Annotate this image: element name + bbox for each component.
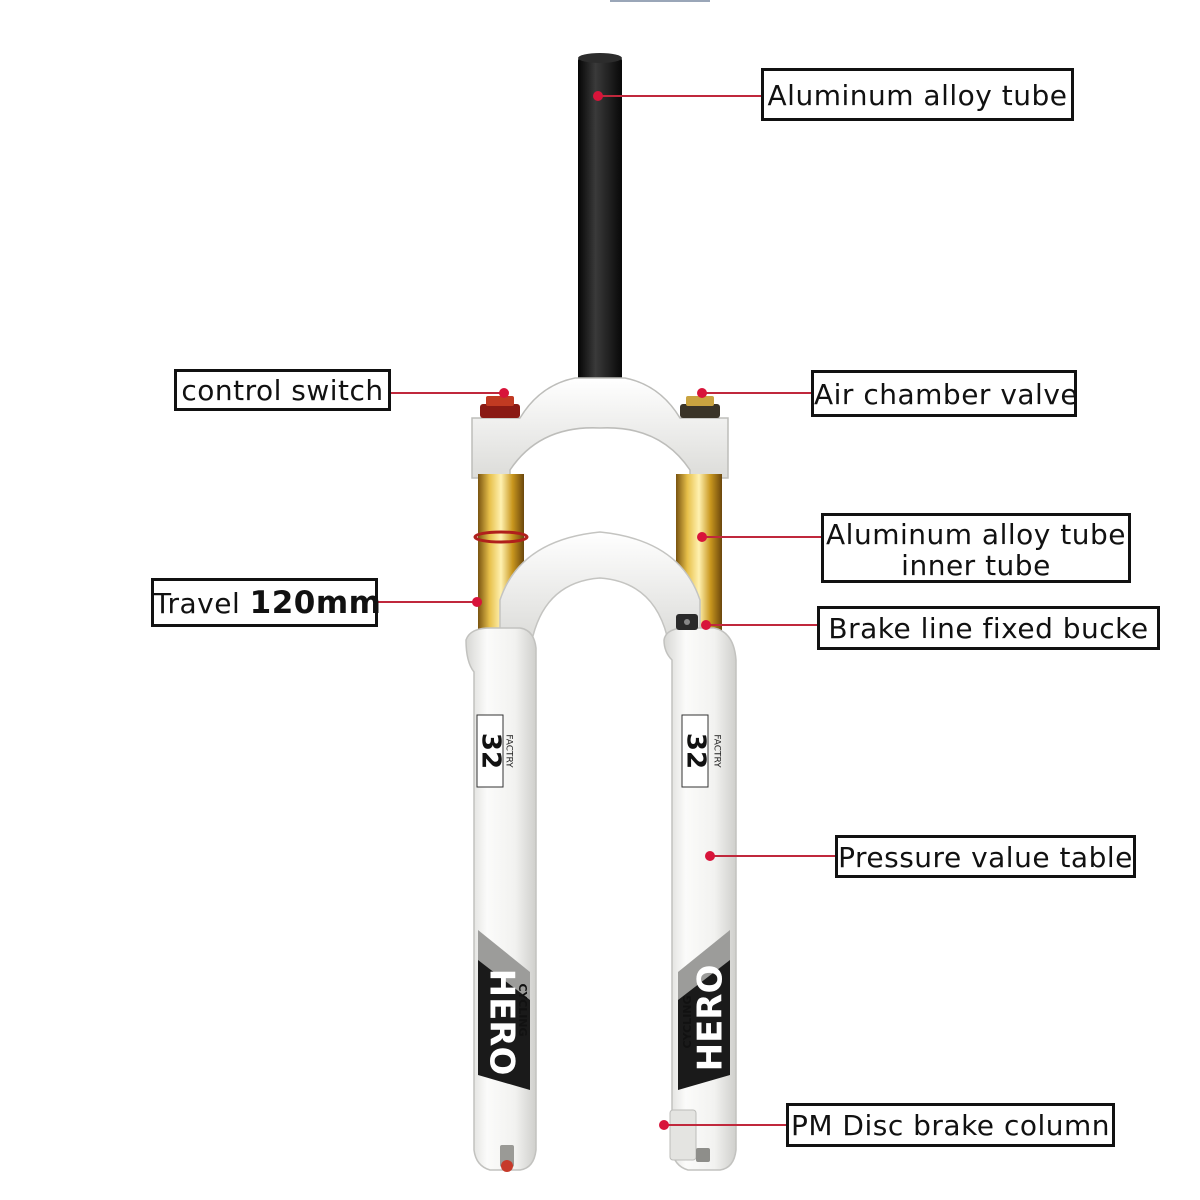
- label-steerer-text: Aluminum alloy tube: [767, 79, 1068, 112]
- lower-leg-left: [465, 627, 537, 1172]
- label-disc-brake-text: PM Disc brake column: [790, 1109, 1111, 1142]
- dot-inner-tube: [697, 532, 707, 542]
- label-travel: Travel 120mm: [151, 578, 381, 627]
- decal-32-right: 32 FACTRY: [681, 714, 722, 788]
- label-travel-prefix: Travel: [154, 587, 241, 620]
- decal-32-left: 32 FACTRY: [476, 714, 514, 788]
- decal-hero-right: HERO CYCLING: [678, 930, 731, 1090]
- decal-number-left: 32: [476, 733, 506, 769]
- label-control-switch-text: control switch: [181, 374, 384, 407]
- leader-pressure: [710, 855, 836, 857]
- leader-control-switch: [390, 392, 504, 394]
- brake-line-buckle: [676, 614, 698, 630]
- leader-disc-brake: [664, 1124, 788, 1126]
- decal-hero-left: HERO CYCLING: [478, 930, 530, 1090]
- dot-steerer: [593, 91, 603, 101]
- dot-travel: [472, 597, 482, 607]
- air-valve-cap: [680, 396, 720, 418]
- decal-brand-sub-left: CYCLING: [516, 983, 529, 1036]
- label-air-valve: Air chamber valve: [811, 370, 1079, 417]
- leader-travel: [377, 601, 477, 603]
- fork-arch: [499, 531, 701, 641]
- label-air-valve-text: Air chamber valve: [814, 378, 1079, 411]
- leader-steerer: [598, 95, 764, 97]
- dot-disc-brake: [659, 1120, 669, 1130]
- fork-crown: [471, 377, 729, 479]
- decal-brand-right: HERO: [691, 965, 731, 1072]
- label-brake-line: Brake line fixed bucke: [817, 606, 1160, 650]
- label-inner-tube: Aluminum alloy tube inner tube: [821, 513, 1131, 583]
- leader-inner-tube: [702, 536, 822, 538]
- leader-air-valve: [702, 392, 812, 394]
- label-control-switch: control switch: [174, 369, 391, 411]
- label-inner-tube-line1: Aluminum alloy tube: [826, 518, 1126, 551]
- label-travel-value: 120mm: [249, 585, 382, 621]
- label-disc-brake: PM Disc brake column: [786, 1103, 1115, 1147]
- decal-factory-left: FACTRY: [504, 734, 514, 768]
- lower-leg-right: [663, 627, 737, 1171]
- decal-factory-right: FACTRY: [712, 734, 722, 768]
- steerer-tube: [578, 53, 622, 425]
- decal-brand-sub-right: CYCLING: [681, 995, 694, 1048]
- dot-control-switch: [499, 388, 509, 398]
- label-inner-tube-line2: inner tube: [901, 549, 1051, 582]
- control-switch-knob: [480, 396, 520, 418]
- label-brake-line-text: Brake line fixed bucke: [828, 612, 1149, 645]
- top-edge-rule: [610, 0, 710, 2]
- decal-number-right: 32: [681, 733, 711, 769]
- leader-brake-line: [706, 624, 818, 626]
- label-pressure-text: Pressure value table: [838, 841, 1133, 874]
- dot-air-valve: [697, 388, 707, 398]
- label-steerer: Aluminum alloy tube: [761, 68, 1074, 121]
- label-pressure: Pressure value table: [835, 835, 1136, 878]
- decal-brand-left: HERO: [482, 969, 522, 1076]
- dot-brake-line: [701, 620, 711, 630]
- dot-pressure: [705, 851, 715, 861]
